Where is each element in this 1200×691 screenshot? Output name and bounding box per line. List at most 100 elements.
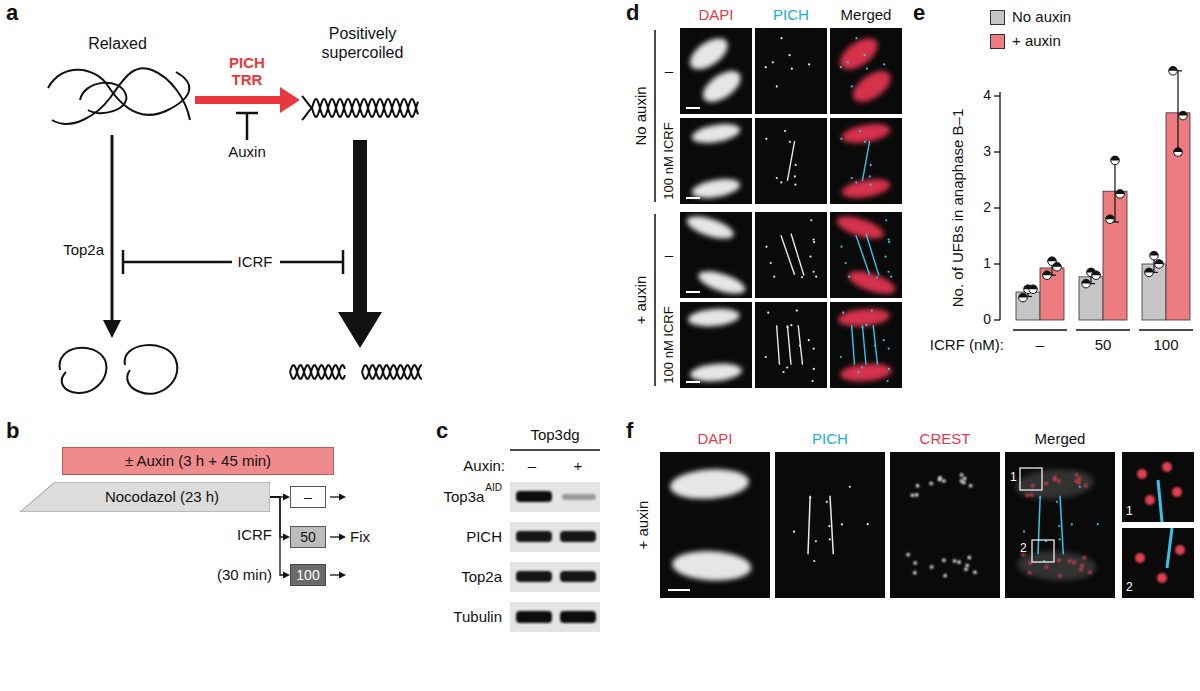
pich-focus <box>1097 523 1099 525</box>
microscopy-image <box>830 28 902 114</box>
ufb-bridge <box>787 325 791 365</box>
pich-focus <box>855 37 857 39</box>
connector-line <box>270 497 284 537</box>
centromere-focus <box>968 556 972 560</box>
pich-focus <box>794 184 796 186</box>
panel-letter: f <box>626 418 633 444</box>
image-ground <box>660 452 770 598</box>
pich-focus <box>812 271 814 273</box>
tick-label: 1 <box>983 255 991 272</box>
node-text: – <box>304 489 312 506</box>
channel-header: PICH <box>812 430 848 448</box>
pich-focus <box>861 326 863 328</box>
centromere-focus <box>1030 493 1034 497</box>
pich-focus <box>765 138 767 140</box>
centromere-focus <box>942 479 946 483</box>
pich-focus <box>813 239 815 241</box>
microscopy-image <box>755 28 827 114</box>
dose-box: 50 <box>290 526 326 548</box>
ufb-bridge <box>808 496 810 554</box>
centromere-focus <box>938 476 942 480</box>
channel-header: PICH <box>773 6 809 24</box>
image-ground <box>755 212 827 298</box>
scale-bar <box>686 197 700 199</box>
blot-band <box>516 611 552 623</box>
pich-focus <box>890 276 892 278</box>
ufb-bridge <box>1167 528 1172 568</box>
ufb-bridge <box>862 325 866 365</box>
image-ground <box>680 212 752 298</box>
pich-focus <box>1023 531 1025 533</box>
pich-focus <box>813 241 815 243</box>
ufb-bridge <box>777 325 780 365</box>
scale-bar <box>686 107 700 109</box>
legend-text: + auxin <box>1012 32 1061 50</box>
pich-focus <box>808 63 810 65</box>
chromatin-mass <box>840 121 891 146</box>
pich-focus <box>799 345 801 347</box>
data-point <box>1082 279 1091 288</box>
chromatin-mass <box>671 549 752 582</box>
ufb-bridge <box>1060 496 1063 554</box>
ufb-bridge <box>798 325 802 365</box>
node-text: Positively supercoiled <box>300 22 425 62</box>
pich-focus <box>861 366 863 368</box>
row-group-label: + auxin <box>634 501 652 550</box>
bar <box>1040 268 1064 320</box>
chromatin-mass <box>835 32 883 75</box>
chromatin-mass <box>698 65 746 108</box>
pich-focus <box>864 141 866 143</box>
tick-label: 50 <box>1095 336 1112 354</box>
dna-strand <box>290 365 345 379</box>
data-point <box>1169 67 1178 76</box>
data-point-fill <box>1174 148 1183 152</box>
centromere-focus <box>1053 476 1057 480</box>
channel-header: Merged <box>841 6 892 24</box>
lane-label: – <box>528 457 536 475</box>
data-point-fill <box>1043 271 1052 275</box>
pich-focus <box>789 141 791 143</box>
arrow-head <box>339 572 346 579</box>
data-point <box>1179 111 1188 120</box>
data-point-fill <box>1106 215 1115 219</box>
centromere-focus <box>913 571 917 575</box>
chromatin-mass <box>840 176 891 201</box>
pich-focus <box>796 310 798 312</box>
scale-bar <box>668 589 690 591</box>
centromere-focus <box>1079 567 1083 571</box>
data-point <box>1150 251 1159 260</box>
blot-strip <box>510 562 600 592</box>
pich-focus <box>790 324 792 326</box>
dna-tail <box>302 108 312 120</box>
dna-tail <box>302 96 312 108</box>
centromere-focus <box>1068 559 1072 563</box>
axis-tick <box>994 319 1000 320</box>
pich-focus <box>851 85 853 87</box>
pich-focus <box>776 177 778 179</box>
cell-line-label: Top3dg <box>530 426 579 444</box>
error-bar <box>1177 71 1178 155</box>
chromatin-mass <box>1014 467 1095 502</box>
top2a-arrow <box>103 135 121 338</box>
pich-focus <box>886 380 888 382</box>
protein-label: PICH <box>466 528 502 546</box>
inhibit-bar <box>122 250 125 274</box>
ufb-bridge <box>862 141 869 181</box>
chromatin-mass <box>848 65 896 108</box>
image-ground <box>830 28 902 114</box>
pich-focus <box>1039 496 1041 498</box>
chromatin-mass <box>696 267 748 298</box>
scale-bar <box>686 291 700 293</box>
pich-focus <box>866 68 868 70</box>
pich-focus <box>795 164 797 166</box>
image-ground <box>755 118 827 204</box>
row-label: – <box>665 62 673 80</box>
data-point-fill <box>1145 268 1154 272</box>
pich-focus <box>784 130 786 132</box>
pich-focus <box>885 219 887 221</box>
pich-focus <box>840 356 842 358</box>
tick-label: 100 <box>1153 336 1178 354</box>
centromere-focus <box>929 482 933 486</box>
